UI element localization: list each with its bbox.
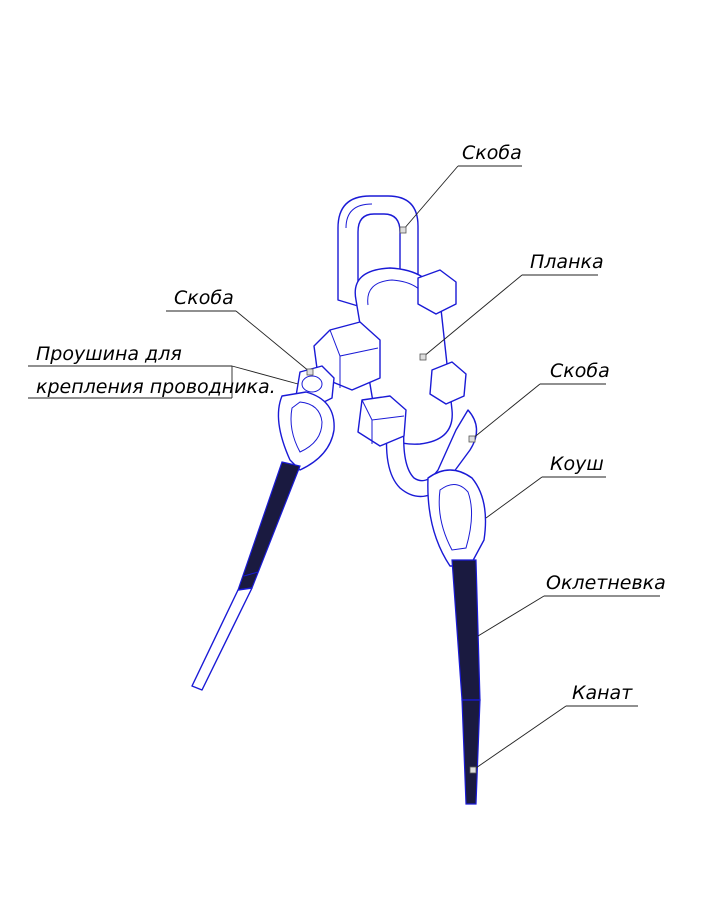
- front-bolt-right: [357, 395, 407, 447]
- left-eyelet: [277, 391, 335, 471]
- back-nuts: [417, 269, 467, 405]
- label-okletnevka: Оклетневка: [546, 572, 666, 594]
- thimble: [427, 469, 487, 567]
- label-kanat: Канат: [572, 682, 633, 704]
- right-rope: [451, 559, 481, 805]
- callout-proushina: Проушина для крепления проводника.: [28, 343, 299, 399]
- label-proushina-line1: Проушина для: [36, 343, 182, 365]
- bottom-shackle: [385, 409, 478, 498]
- callout-planka: Планка: [419, 251, 604, 361]
- callout-kanat: Канат: [469, 682, 638, 774]
- callout-skoba-top: Скоба: [399, 142, 522, 234]
- label-skoba-right: Скоба: [550, 360, 610, 382]
- assembly-parts: [191, 195, 487, 805]
- label-planka: Планка: [530, 251, 604, 273]
- label-skoba-top: Скоба: [462, 142, 522, 164]
- label-skoba-left: Скоба: [174, 287, 234, 309]
- label-koush: Коуш: [550, 453, 604, 475]
- callout-skoba-right: Скоба: [468, 360, 610, 443]
- callout-koush: Коуш: [485, 453, 606, 519]
- label-proushina-line2: крепления проводника.: [36, 376, 276, 398]
- callout-skoba-left: Скоба: [166, 287, 314, 376]
- callout-okletnevka: Оклетневка: [477, 572, 666, 637]
- left-rope: [191, 461, 301, 691]
